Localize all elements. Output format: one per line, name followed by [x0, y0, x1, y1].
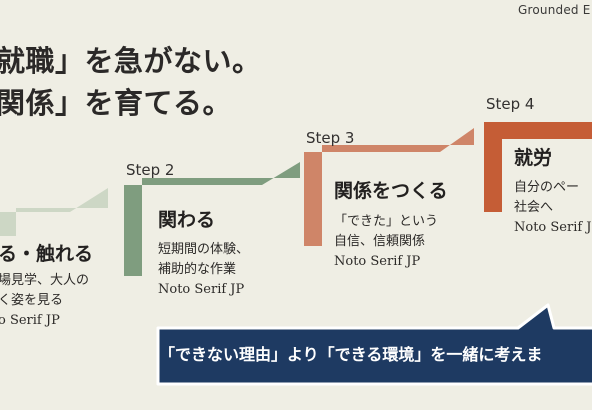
step-2-title: 関わる [158, 209, 216, 231]
step-1-desc-line-3: o Serif JP [0, 313, 60, 328]
step-1-desc-line-2: く姿を見る [0, 293, 64, 308]
step-4-bracket [484, 122, 592, 212]
step-2-bracket [124, 162, 300, 276]
step-3-desc-line-3: Noto Serif JP [334, 254, 421, 269]
step-1-bracket [0, 188, 108, 236]
callout-message: 「できない理由」より「できる環境」を一緒に考えま [159, 345, 543, 364]
callout-shape [156, 303, 592, 386]
step-4-desc-line-3: Noto Serif JP [514, 220, 592, 235]
step-2-desc-line-2: 補助的な作業 [158, 262, 237, 277]
step-2-label: Step 2 [126, 161, 175, 179]
step-4-desc-line-1: 自分のペー [514, 180, 580, 195]
headline-line-1: 就職」を急がない。 [0, 44, 262, 78]
brand-name: Grounded E [518, 3, 591, 17]
step-3-label: Step 3 [306, 129, 355, 147]
step-3-bracket [304, 128, 474, 246]
step-4-description: 自分のペー 社会へ Noto Serif JP [514, 178, 592, 238]
step-3-description: 「できた」という 自信、信頼関係 Noto Serif JP [334, 212, 438, 272]
step-4-title: 就労 [514, 147, 553, 169]
step-3-desc-line-1: 「できた」という [334, 214, 439, 229]
step-4-label: Step 4 [486, 95, 535, 113]
step-2-description: 短期間の体験、 補助的な作業 Noto Serif JP [158, 240, 249, 300]
step-2-desc-line-1: 短期間の体験、 [158, 242, 250, 257]
headline-line-2: 関係」を育てる。 [0, 86, 233, 120]
step-3-title: 関係をつくる [334, 180, 448, 202]
callout-bubble [156, 303, 592, 386]
step-1-title: る・触れる [0, 243, 94, 265]
step-2-desc-line-3: Noto Serif JP [158, 282, 245, 297]
step-1-description: 場見学、大人の く姿を見る o Serif JP [0, 271, 89, 331]
step-3-desc-line-2: 自信、信頼関係 [334, 234, 426, 249]
step-1-desc-line-1: 場見学、大人の [0, 273, 90, 288]
step-4-desc-line-2: 社会へ [514, 200, 554, 215]
